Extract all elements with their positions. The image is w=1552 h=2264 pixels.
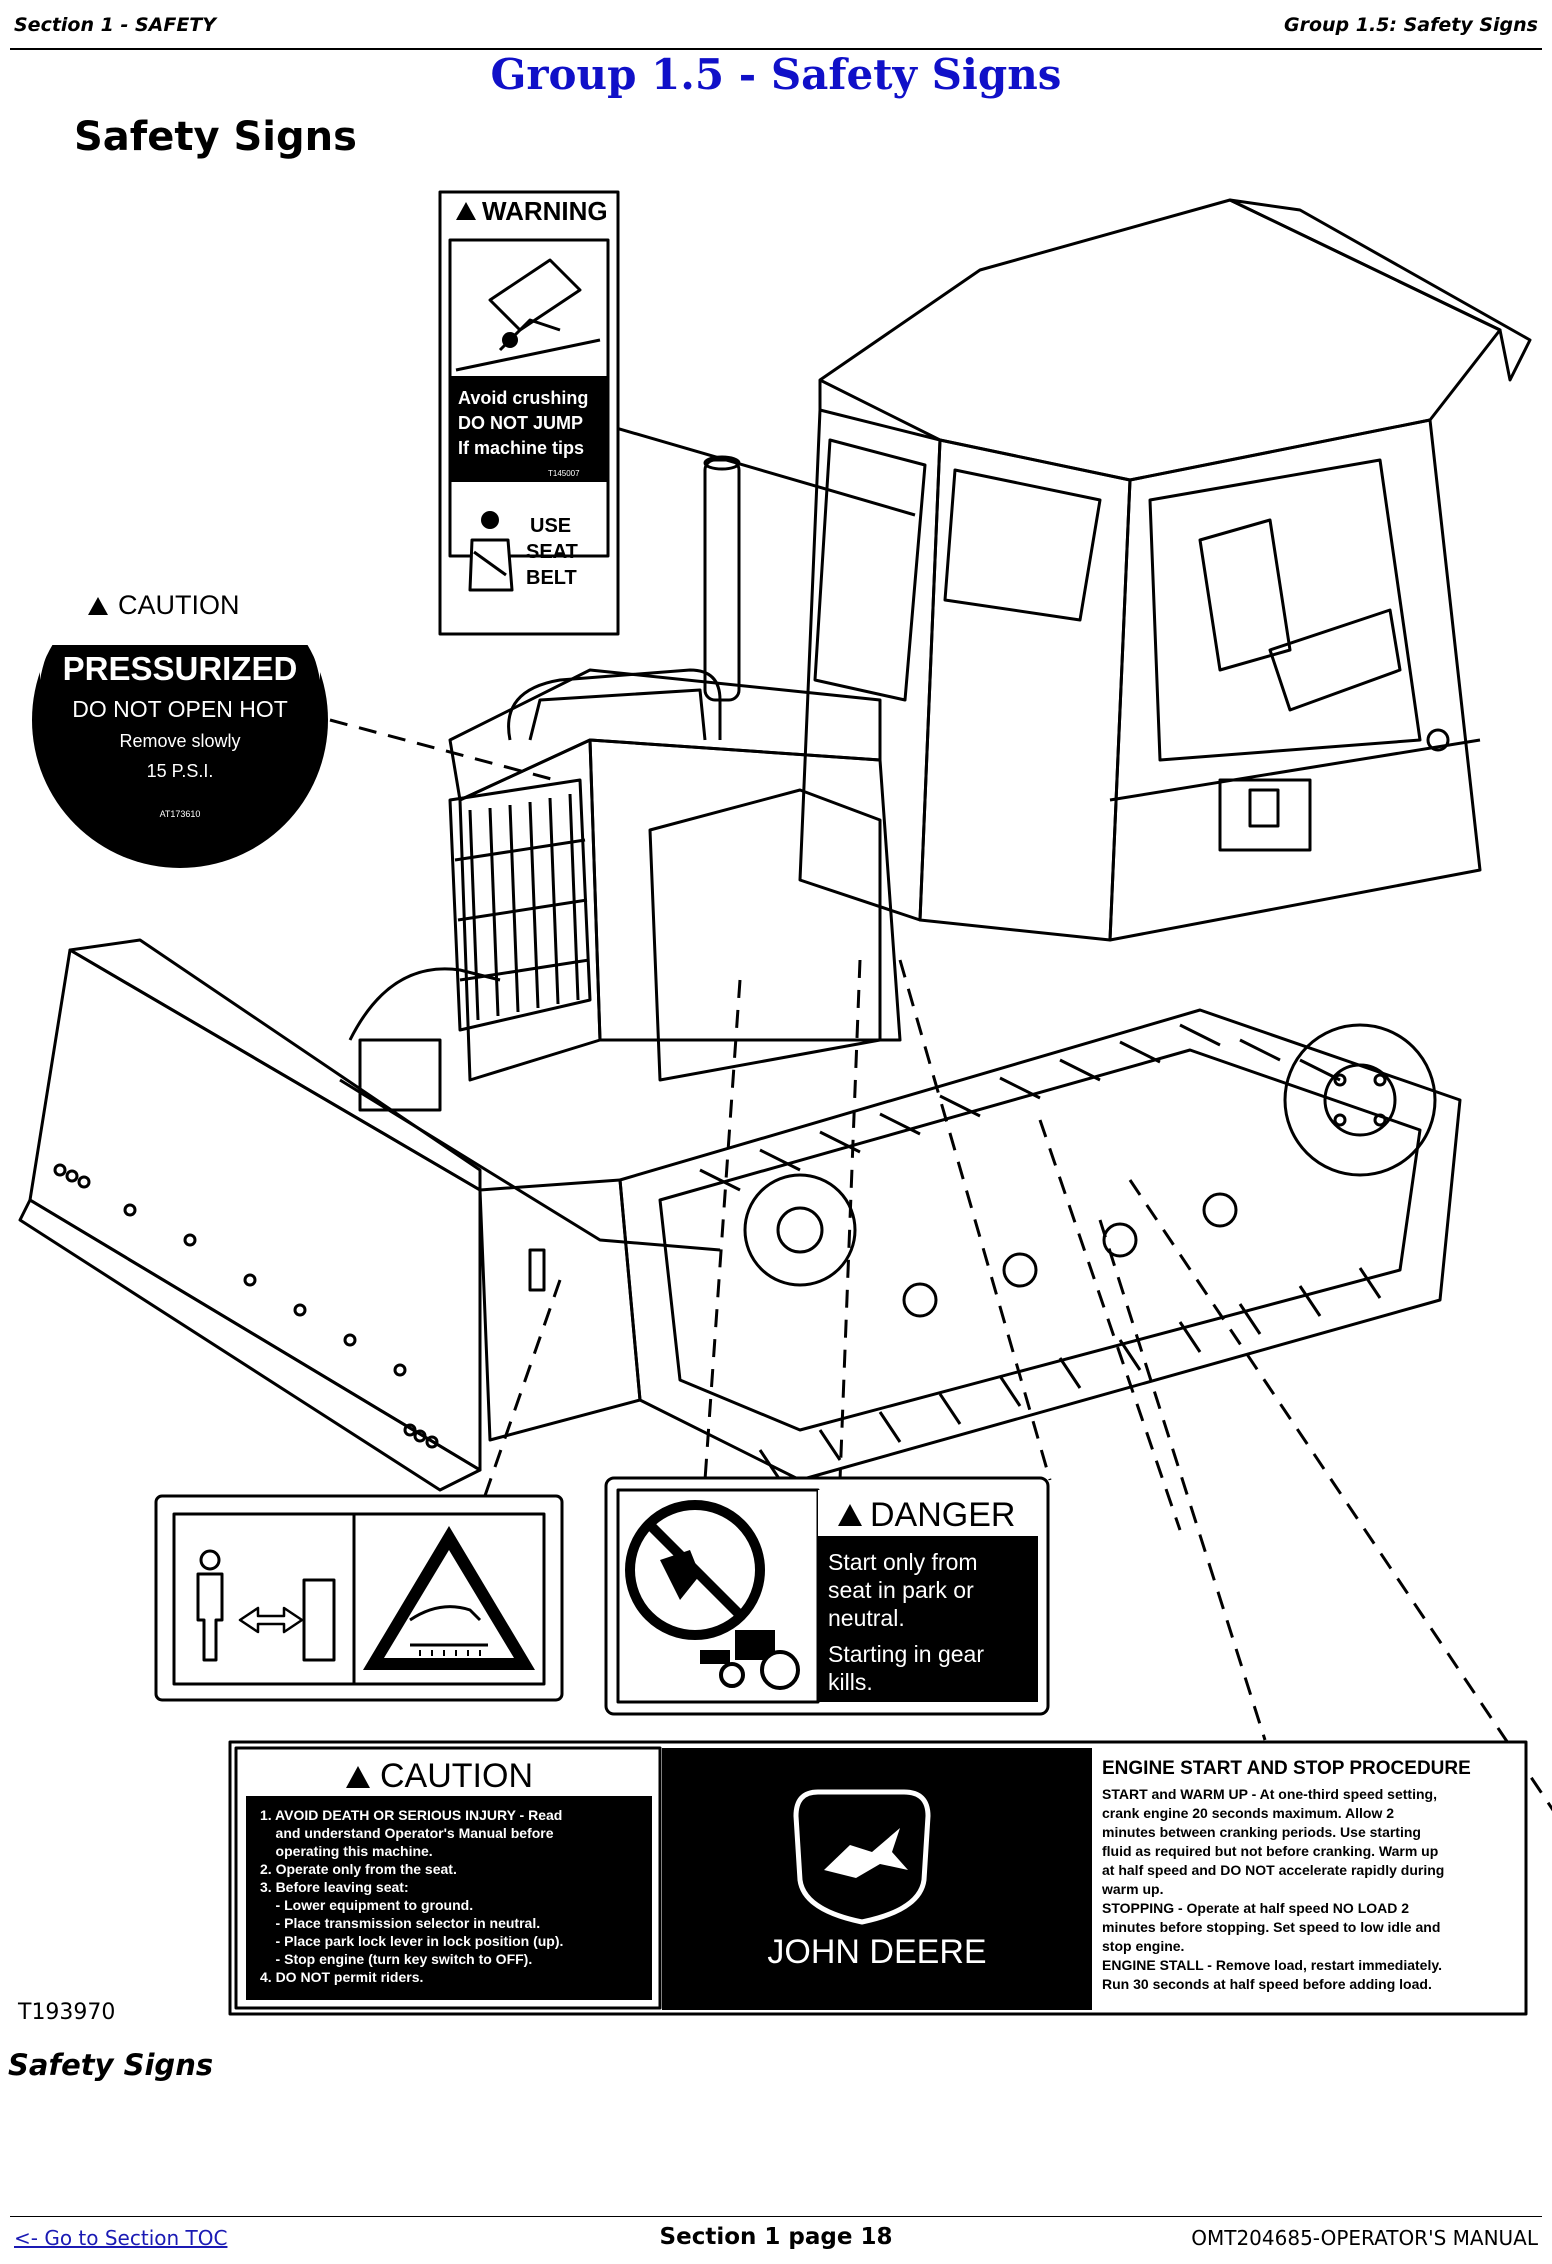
seat-belt-icon [468,511,514,592]
procedure-line-3: fluid as required but not before crankin… [1102,1843,1438,1859]
caution-item-2: operating this machine. [260,1843,433,1859]
footer-divider [10,2216,1542,2217]
pressurized-part-no: AT173610 [160,809,201,819]
procedure-line-1: crank engine 20 seconds maximum. Allow 2 [1102,1805,1394,1821]
procedure-line-5: warm up. [1101,1881,1163,1897]
group-label: Group 1.5: Safety Signs [1283,14,1538,36]
seat-line1: USE [530,515,571,537]
danger-line4: Starting in gear [828,1641,984,1667]
warning-decal: WARNING Avoid crushing DO NOT JUMP If ma… [438,190,620,636]
caution-item-8: - Stop engine (turn key switch to OFF). [260,1951,532,1967]
figure-id: T193970 [18,2000,116,2025]
seat-line2: SEAT [526,541,578,563]
danger-decal: DANGER Start only from seat in park or n… [604,1476,1050,1716]
danger-line1: Start only from [828,1549,978,1575]
procedure-line-7: minutes before stopping. Set speed to lo… [1102,1919,1440,1935]
caution-item-7: - Place park lock lever in lock position… [260,1933,563,1949]
warning-line2: DO NOT JUMP [458,413,583,433]
section-toc-link[interactable]: <- Go to Section TOC [14,2226,228,2250]
caution-decal-title: CAUTION [380,1757,533,1795]
danger-line5: kills. [828,1669,873,1695]
tractor-icon [700,1630,800,1690]
panel-icon [302,1578,336,1662]
header-divider [10,48,1542,50]
no-ground-start-icon [625,1500,765,1640]
group-title: Group 1.5 - Safety Signs [490,50,1062,99]
danger-line3: neutral. [828,1605,905,1631]
procedure-line-4: at half speed and DO NOT accelerate rapi… [1102,1862,1444,1878]
pressurized-line4: 15 P.S.I. [147,761,214,781]
caution-item-0: 1. AVOID DEATH OR SERIOUS INJURY - Read [260,1807,562,1823]
seat-line3: BELT [526,567,577,589]
pressurized-line1: PRESSURIZED [63,650,298,687]
double-arrow-icon [238,1606,304,1634]
warning-line1: Avoid crushing [458,388,588,408]
caution-item-6: - Place transmission selector in neutral… [260,1915,540,1931]
section-label: Section 1 - SAFETY [14,14,217,36]
danger-title: DANGER [870,1496,1015,1534]
warning-line3: If machine tips [458,438,584,458]
figure-caption: Safety Signs [8,2048,214,2082]
danger-line2: seat in park or [828,1577,974,1603]
dozer-illustration: WARNING Avoid crushing DO NOT JUMP If ma… [18,190,1552,2016]
procedure-line-8: stop engine. [1102,1938,1184,1954]
keep-away-decal [154,1494,564,1702]
caution-item-5: - Lower equipment to ground. [260,1897,473,1913]
caution-item-3: 2. Operate only from the seat. [260,1861,457,1877]
warning-title: WARNING [482,196,608,226]
procedure-line-0: START and WARM UP - At one-third speed s… [1102,1786,1437,1802]
crush-pictogram [455,258,601,372]
warning-part-no: T145007 [548,469,580,478]
manual-id: OMT204685-OPERATOR'S MANUAL [1191,2226,1538,2250]
operator-decal: CAUTION 1. AVOID DEATH OR SERIOUS INJURY… [228,1740,1528,2016]
procedure-line-6: STOPPING - Operate at half speed NO LOAD… [1102,1900,1409,1916]
caution-item-4: 3. Before leaving seat: [260,1879,409,1895]
page-heading: Safety Signs [74,114,357,160]
procedure-line-10: Run 30 seconds at half speed before addi… [1102,1976,1432,1992]
caution-round-title: CAUTION [118,590,240,620]
hot-surface-icon [363,1526,535,1670]
john-deere-logo-icon [793,1789,931,1925]
pressurized-line2: DO NOT OPEN HOT [72,696,288,722]
pressurized-line3: Remove slowly [119,731,240,751]
page-number: Section 1 page 18 [659,2224,893,2250]
brand-name: JOHN DEERE [767,1933,986,1971]
caution-pressurized-decal: CAUTION PRESSURIZED DO NOT OPEN HOT Remo… [32,523,328,868]
procedure-title: ENGINE START AND STOP PROCEDURE [1102,1758,1471,1779]
person-icon [196,1549,224,1662]
dozer-drawing [18,198,1532,1492]
caution-item-1: and understand Operator's Manual before [260,1825,554,1841]
caution-item-9: 4. DO NOT permit riders. [260,1969,423,1985]
procedure-line-2: minutes between cranking periods. Use st… [1102,1824,1421,1840]
safety-signs-figure: WARNING Avoid crushing DO NOT JUMP If ma… [0,180,1552,2030]
procedure-line-9: ENGINE STALL - Remove load, restart imme… [1102,1957,1442,1973]
